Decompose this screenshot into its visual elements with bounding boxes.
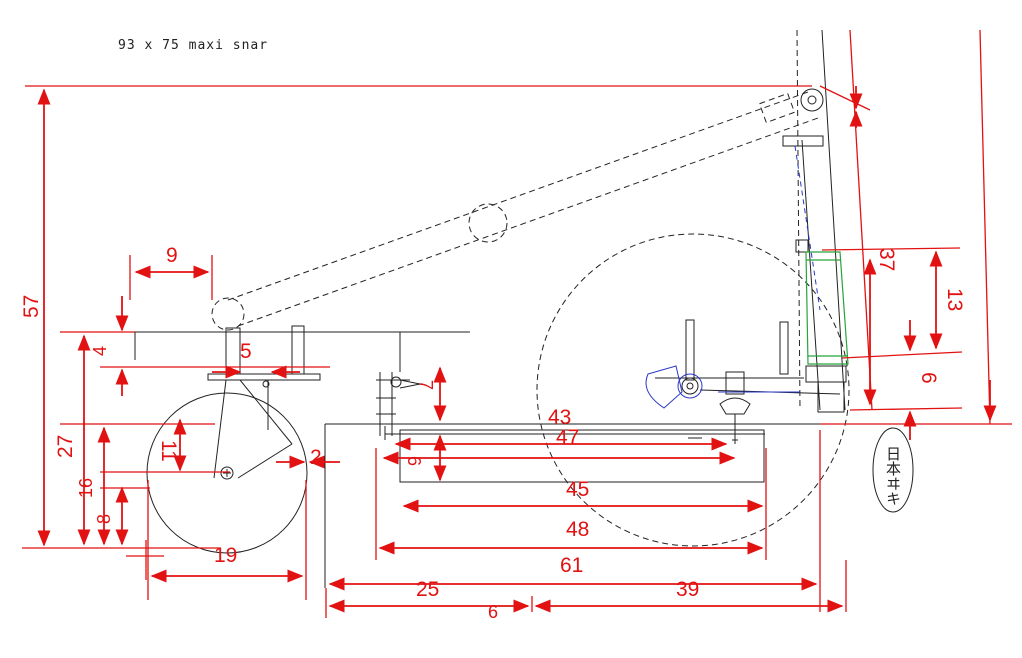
dim-43: 43 — [548, 406, 571, 429]
dim-39: 39 — [676, 578, 699, 601]
drawing-title: 93 x 75 maxi snar — [118, 38, 269, 53]
dim-6-bottom: 6 — [488, 602, 498, 622]
handle-bracket — [805, 251, 849, 365]
frame-geometry — [134, 29, 850, 588]
caster-hub — [220, 466, 234, 480]
caster-wheel — [146, 392, 308, 554]
dim-45: 45 — [566, 478, 589, 501]
side-note: 日本ヰキ — [872, 427, 914, 513]
dim-19: 19 — [214, 544, 237, 567]
dim-13: 13 — [943, 288, 966, 311]
dim-27: 27 — [54, 435, 77, 458]
dim-57: 57 — [20, 295, 43, 318]
dimension-lines — [22, 29, 1012, 618]
dim-6-small: 6 — [404, 456, 424, 466]
dimension-labels: 57 9 4 27 16 8 11 5 2 19 43 47 6 7 45 48… — [20, 244, 966, 622]
dim-47: 47 — [556, 426, 579, 449]
dim-16: 16 — [76, 478, 96, 498]
dim-11: 11 — [157, 440, 180, 462]
dim-5: 5 — [240, 340, 252, 363]
brake-lever — [645, 145, 821, 409]
dim-8: 8 — [94, 514, 114, 524]
dim-61: 61 — [560, 554, 583, 577]
dim-4: 4 — [90, 346, 110, 356]
dim-25: 25 — [416, 578, 439, 601]
dim-7: 7 — [416, 380, 436, 390]
dim-2: 2 — [310, 446, 322, 469]
dim-6-right: 6 — [917, 372, 940, 384]
dim-9: 9 — [166, 244, 178, 267]
dim-37: 37 — [875, 248, 898, 271]
side-note-text: 日本ヰキ — [884, 446, 902, 506]
dim-48: 48 — [566, 518, 589, 541]
